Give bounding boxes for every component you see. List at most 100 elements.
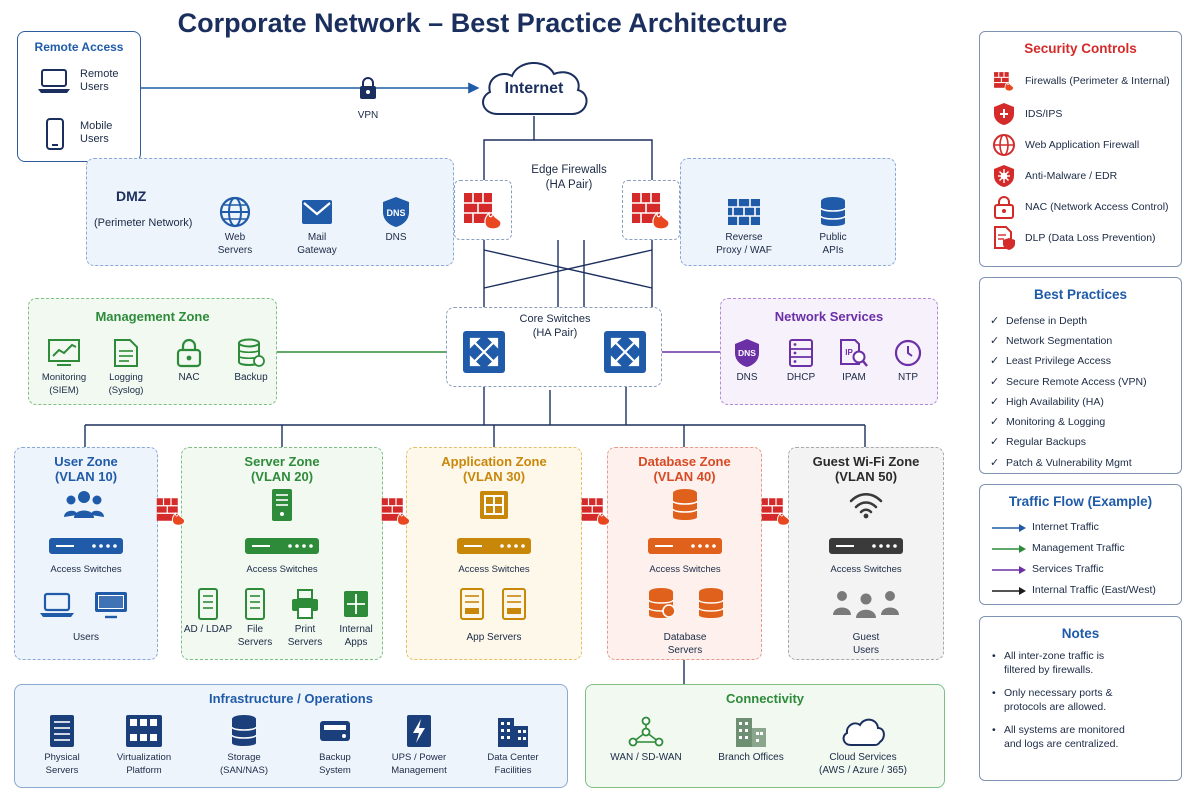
svc-dhcp: DHCP — [756, 338, 846, 384]
bullet-icon: • — [992, 650, 996, 662]
mgmt-item-label: Monitoring (SIEM) — [41, 372, 87, 396]
database-icon — [820, 197, 846, 226]
best-practices-panel: Best Practices ✓Defense in Depth✓Network… — [979, 277, 1182, 474]
wifi-icon — [849, 492, 883, 519]
best-practice-item: ✓Patch & Vulnerability Mgmt — [990, 453, 1147, 473]
document-icon — [114, 339, 138, 367]
server-internal-apps: Internal Apps — [311, 588, 401, 649]
dmz-right-box — [680, 158, 896, 266]
power-bolt-icon — [407, 715, 431, 747]
cloud-icon — [842, 718, 885, 746]
lock-icon — [360, 77, 376, 99]
infra-storage: Storage (SAN/NAS) — [199, 714, 289, 777]
database-zone-heading: Database Zone (VLAN 40) — [638, 454, 731, 484]
traffic-flow-label: Internet Traffic — [1032, 521, 1099, 533]
server-file-servers: File Servers — [210, 588, 300, 649]
user-zone-heading: User Zone (VLAN 10) — [54, 454, 118, 484]
traffic-flow-label: Services Traffic — [1032, 563, 1104, 575]
access-switch-icon — [49, 538, 123, 554]
directory-server-icon — [198, 588, 218, 620]
svc-item-label: DNS — [736, 372, 758, 383]
svc-ipam: IP IPAM — [809, 338, 899, 384]
dns-badge: DNS — [738, 348, 756, 358]
conn-wan: WAN / SD-WAN — [601, 716, 691, 764]
ip-search-icon: IP — [840, 339, 868, 367]
edge-firewall-right — [622, 180, 680, 240]
core-switch-right-icon — [604, 331, 646, 373]
traffic-flow-item: Services Traffic — [992, 559, 1156, 580]
building-icon — [498, 718, 528, 747]
best-practice-item: ✓Secure Remote Access (VPN) — [990, 372, 1147, 392]
note-label: All systems are monitored and logs are c… — [1004, 724, 1125, 750]
infra-item-label: Backup System — [319, 752, 351, 776]
database-icon — [672, 489, 698, 520]
infra-item-label: Virtualization Platform — [116, 752, 172, 776]
dmz-item-label: Reverse Proxy / WAF — [716, 232, 772, 256]
laptop-icon — [40, 592, 74, 617]
server-item-label: AD / LDAP — [183, 624, 233, 635]
infra-backup-system: Backup System — [290, 714, 380, 777]
security-controls-panel: Security Controls Firewalls (Perimeter &… — [979, 31, 1182, 267]
globe-icon — [219, 196, 251, 228]
security-item: DLP (Data Loss Prevention) — [992, 226, 1156, 250]
core-switches-label: Core Switches (HA Pair) — [519, 313, 591, 339]
best-practice-item: ✓Network Segmentation — [990, 331, 1147, 351]
infra-ups-power: UPS / Power Management — [374, 714, 464, 777]
security-item-label: NAC (Network Access Control) — [1025, 200, 1169, 213]
check-icon: ✓ — [990, 355, 1000, 368]
dmz-item-label: Public APIs — [819, 232, 847, 256]
best-practice-label: Defense in Depth — [1006, 314, 1088, 327]
server-ad-ldap: AD / LDAP — [163, 588, 253, 636]
app-servers-label: App Servers — [466, 632, 522, 643]
best-practice-item: ✓ Defense in Depth — [990, 311, 1147, 331]
traffic-flow-label: Internal Traffic (East/West) — [1032, 584, 1156, 596]
access-switch-icon — [457, 538, 531, 554]
security-item: IDS/IPS — [992, 102, 1062, 126]
security-item: Web Application Firewall — [992, 133, 1139, 157]
notes-panel: Notes •All inter-zone traffic is filtere… — [979, 616, 1182, 781]
app-window-icon — [344, 591, 368, 617]
traffic-flow-heading: Traffic Flow (Example) — [1008, 494, 1153, 509]
infra-data-center: Data Center Facilities — [468, 714, 558, 777]
monitor-chart-icon — [48, 339, 80, 366]
best-practice-label: Network Segmentation — [1006, 334, 1113, 347]
network-nodes-icon — [628, 716, 664, 747]
note-item: •All systems are monitored and logs are … — [992, 723, 1172, 751]
internal-firewall-icon — [381, 498, 410, 526]
globe-icon — [993, 134, 1015, 156]
best-practice-item: ✓Monitoring & Logging — [990, 412, 1147, 432]
database-servers-icon — [648, 588, 724, 618]
conn-item-label: Cloud Services (AWS / Azure / 365) — [819, 752, 907, 776]
firewall-icon — [994, 72, 1014, 92]
guest-zone-heading: Guest Wi-Fi Zone (VLAN 50) — [812, 454, 920, 484]
office-buildings-icon — [736, 718, 766, 747]
firewall-icon — [464, 193, 502, 230]
management-zone-heading: Management Zone — [95, 309, 210, 324]
dmz-heading: DMZ — [116, 188, 147, 204]
remote-users-label: Remote Users — [80, 68, 119, 93]
server-print-servers: Print Servers — [260, 588, 350, 649]
conn-item-label: Branch Offices — [718, 752, 784, 763]
application-zone-heading: Application Zone (VLAN 30) — [441, 454, 547, 484]
dns-shield-icon: DNS — [383, 197, 409, 227]
app-servers-icon — [460, 588, 526, 620]
access-switch-icon — [648, 538, 722, 554]
best-practice-item: ✓High Availability (HA) — [990, 392, 1147, 412]
backup-tape-icon — [320, 721, 350, 741]
internal-firewall-icon — [156, 498, 185, 526]
infra-item-label: UPS / Power Management — [391, 752, 447, 776]
security-item: NAC (Network Access Control) — [992, 195, 1169, 219]
server-tower-icon — [272, 489, 292, 521]
core-switch-left-icon — [463, 331, 505, 373]
edge-firewall-left — [454, 180, 512, 240]
server-zone-heading: Server Zone (VLAN 20) — [244, 454, 320, 484]
infra-item-label: Data Center Facilities — [487, 752, 539, 776]
internet-label: Internet — [504, 80, 564, 97]
check-icon: ✓ — [990, 314, 1000, 327]
mobile-phone-icon — [46, 118, 64, 150]
brick-wall-icon — [728, 199, 760, 225]
connectivity-heading: Connectivity — [725, 691, 804, 706]
laptop-icon — [38, 69, 70, 93]
mgmt-item-label: Backup — [234, 372, 268, 383]
shield-icon — [994, 103, 1014, 125]
